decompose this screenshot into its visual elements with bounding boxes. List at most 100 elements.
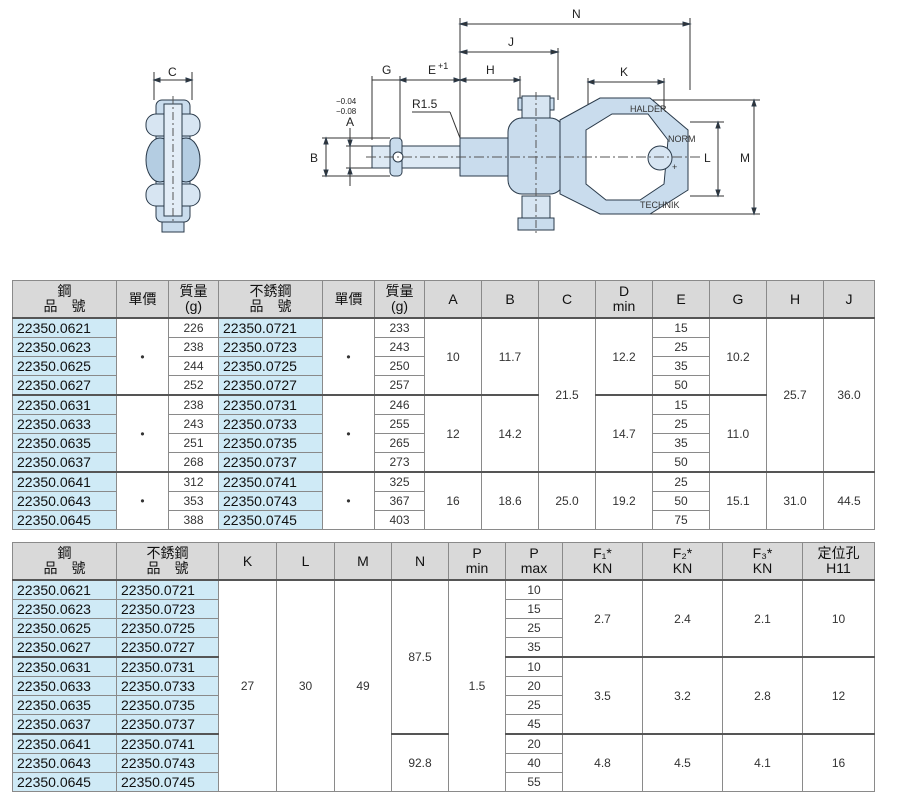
- f1-cell: 2.7: [562, 579, 643, 658]
- header-weight: 質量(g): [168, 280, 219, 319]
- steel-part-number: 22350.0631: [12, 656, 117, 677]
- header-stainless-pn: 不銹鋼品 號: [116, 542, 219, 581]
- stainless-part-number: 22350.0745: [218, 510, 323, 530]
- c-cell: 21.5: [538, 317, 596, 473]
- h-cell: 25.7: [766, 317, 824, 473]
- e-cell: 15: [652, 317, 710, 338]
- steel-part-number: 22350.0625: [12, 356, 117, 376]
- side-view: [145, 72, 201, 233]
- header-c: C: [538, 280, 596, 319]
- table-row: 22350.0623 22350.0723 15: [12, 599, 875, 619]
- weight-cell: 250: [374, 356, 425, 376]
- steel-part-number: 22350.0627: [12, 637, 117, 658]
- d-cell: 14.7: [595, 394, 653, 473]
- steel-part-number: 22350.0641: [12, 733, 117, 754]
- stainless-part-number: 22350.0731: [218, 394, 323, 415]
- table-row: 22350.0627 22350.0727 35: [12, 637, 875, 658]
- weight-cell: 243: [168, 414, 219, 434]
- weight-cell: 353: [168, 491, 219, 511]
- j-cell: 36.0: [823, 317, 875, 473]
- table-row: 22350.0625 244 22350.0725 250 35: [12, 356, 875, 376]
- p-max-cell: 55: [505, 772, 563, 792]
- stainless-part-number: 22350.0723: [116, 599, 219, 619]
- dim-label-b: B: [310, 151, 318, 165]
- weight-cell: 257: [374, 375, 425, 396]
- stainless-part-number: 22350.0735: [116, 695, 219, 715]
- f3-cell: 2.8: [722, 656, 803, 735]
- steel-part-number: 22350.0623: [12, 599, 117, 619]
- n-cell: 92.8: [391, 733, 449, 792]
- steel-part-number: 22350.0645: [12, 772, 117, 792]
- k-cell: 27: [218, 579, 277, 792]
- table-row: 22350.0643 22350.0743 40: [12, 753, 875, 773]
- table-row: 22350.0621 22350.0721 27 30 49 87.5 1.5 …: [12, 579, 875, 792]
- stainless-part-number: 22350.0737: [218, 452, 323, 473]
- p-max-cell: 15: [505, 599, 563, 619]
- header-g: G: [709, 280, 767, 319]
- header-steel-pn: 鋼品 號: [12, 280, 117, 319]
- steel-part-number: 22350.0623: [12, 337, 117, 357]
- table-row: 22350.0641 • 312 22350.0741 • 325 16 18.…: [12, 471, 875, 530]
- weight-cell: 325: [374, 471, 425, 492]
- hole-cell: 10: [802, 579, 875, 658]
- dim-label-e: E: [428, 63, 436, 77]
- steel-part-number: 22350.0641: [12, 471, 117, 492]
- j-cell: 44.5: [823, 471, 875, 530]
- d-cell: 12.2: [595, 317, 653, 396]
- dim-label-a: A: [346, 115, 354, 129]
- header-unit-price: 單價: [116, 280, 169, 319]
- header-e: E: [652, 280, 710, 319]
- e-cell: 50: [652, 491, 710, 511]
- h-cell: 31.0: [766, 471, 824, 530]
- header-m: M: [334, 542, 392, 581]
- p-max-cell: 20: [505, 733, 563, 754]
- header-b: B: [481, 280, 539, 319]
- header-unit-price-2: 單價: [322, 280, 375, 319]
- e-cell: 25: [652, 471, 710, 492]
- f2-cell: 4.5: [642, 733, 723, 792]
- stainless-part-number: 22350.0735: [218, 433, 323, 453]
- header-f3: F₃*KN: [722, 542, 803, 581]
- dimension-labels: C N J G E +1 H K L M B A −0.04 −0.08 R1.…: [168, 7, 750, 165]
- n-cell: 87.5: [391, 579, 449, 735]
- dim-label-k: K: [620, 65, 628, 79]
- dim-label-l: L: [704, 151, 711, 165]
- weight-cell: 255: [374, 414, 425, 434]
- steel-part-number: 22350.0621: [12, 579, 117, 600]
- p-max-cell: 20: [505, 676, 563, 696]
- header-l: L: [276, 542, 335, 581]
- b-cell: 18.6: [481, 471, 539, 530]
- stainless-part-number: 22350.0743: [116, 753, 219, 773]
- stainless-part-number: 22350.0741: [116, 733, 219, 754]
- e-cell: 75: [652, 510, 710, 530]
- technical-drawing: C N J G E +1 H K L M B A −0.04 −0.08 R1.…: [145, 7, 760, 234]
- f1-cell: 3.5: [562, 656, 643, 735]
- ring-engraving: HALDER NORM + TECHNIK: [630, 104, 696, 210]
- header-stainless-pn: 不銹鋼品 號: [218, 280, 323, 319]
- steel-part-number: 22350.0645: [12, 510, 117, 530]
- weight-cell: 238: [168, 337, 219, 357]
- weight-cell: 312: [168, 471, 219, 492]
- dim-label-c: C: [168, 65, 177, 79]
- table-row: 22350.0645 22350.0745 55: [12, 772, 875, 792]
- weight-cell: 244: [168, 356, 219, 376]
- dim-label-h: H: [486, 63, 495, 77]
- hole-cell: 16: [802, 733, 875, 792]
- dim-label-g: G: [382, 63, 391, 77]
- stainless-part-number: 22350.0733: [116, 676, 219, 696]
- unit-price-mark: •: [116, 317, 169, 396]
- a-cell: 10: [424, 317, 482, 396]
- g-cell: 15.1: [709, 471, 767, 530]
- weight-cell: 268: [168, 452, 219, 473]
- dim-label-a-tol2: −0.08: [336, 107, 357, 116]
- unit-price-mark: •: [322, 317, 375, 396]
- weight-cell: 251: [168, 433, 219, 453]
- table-row: 22350.0637 22350.0737 45: [12, 714, 875, 735]
- weight-cell: 388: [168, 510, 219, 530]
